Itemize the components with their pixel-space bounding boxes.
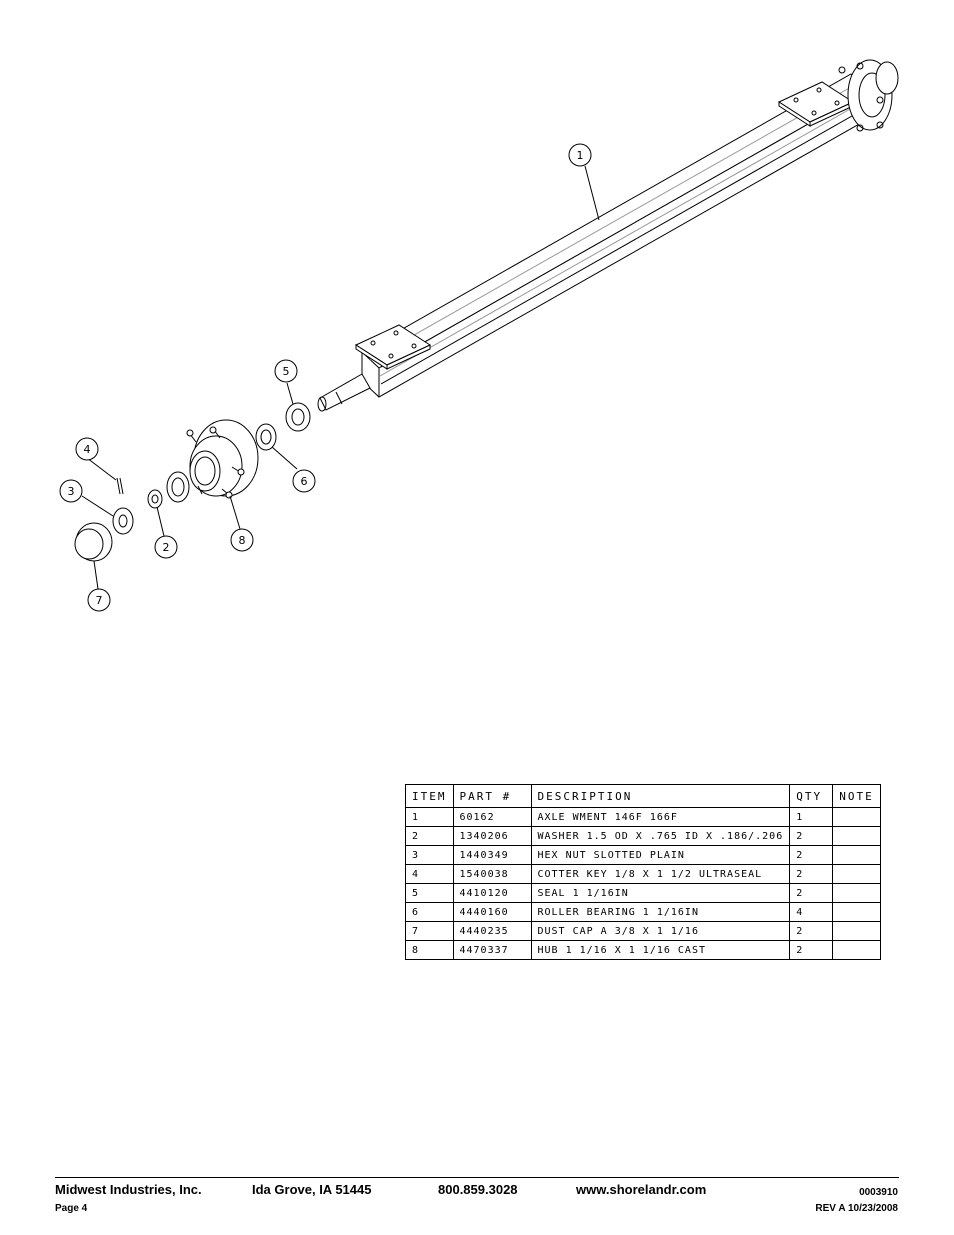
- cell-note: [832, 864, 881, 884]
- cell-item: 8: [405, 940, 454, 960]
- header-part-number: PART #: [452, 784, 532, 808]
- cell-description: ROLLER BEARING 1 1/16IN: [530, 902, 791, 922]
- footer-company: Midwest Industries, Inc.: [55, 1182, 202, 1197]
- cell-qty: 2: [789, 883, 834, 903]
- cell-note: [832, 902, 881, 922]
- roller-bearing-inner: [255, 423, 277, 451]
- footer-divider: [55, 1177, 899, 1178]
- balloon-1: [568, 143, 592, 167]
- item-balloons: 1 2 3 4 5 6 7 8: [59, 143, 592, 612]
- cell-qty: 2: [789, 940, 834, 960]
- table-row: 5 4410120 SEAL 1 1/16IN 2: [405, 883, 881, 903]
- balloon-5: [274, 359, 298, 383]
- dust-cap-part: [74, 522, 113, 562]
- table-row: 8 4470337 HUB 1 1/16 X 1 1/16 CAST 2: [405, 940, 881, 960]
- footer-doc-number: 0003910: [859, 1187, 898, 1198]
- balloon-1-label: 1: [577, 149, 584, 162]
- footer-website[interactable]: www.shorelandr.com: [576, 1182, 707, 1197]
- cell-item: 6: [405, 902, 454, 922]
- balloon-8-label: 8: [239, 534, 246, 547]
- cell-description: DUST CAP A 3/8 X 1 1/16: [530, 921, 791, 941]
- cell-note: [832, 921, 881, 941]
- balloon-2: [154, 535, 178, 559]
- footer-revision: REV A 10/23/2008: [815, 1203, 898, 1214]
- cell-note: [832, 826, 881, 846]
- cell-note: [832, 940, 881, 960]
- balloon-8: [230, 528, 254, 552]
- leader-lines: [81, 165, 600, 590]
- balloon-4-label: 4: [84, 443, 91, 456]
- balloon-7-label: 7: [96, 594, 103, 607]
- balloon-2-label: 2: [163, 541, 170, 554]
- parts-table-header-row: ITEM PART # DESCRIPTION QTY NOTE: [405, 784, 881, 808]
- cell-part-number: 4440235: [452, 921, 532, 941]
- cell-part-number: 4440160: [452, 902, 532, 922]
- cell-description: COTTER KEY 1/8 X 1 1/2 ULTRASEAL: [530, 864, 791, 884]
- balloon-7: [87, 588, 111, 612]
- cell-qty: 1: [789, 807, 834, 827]
- table-row: 4 1540038 COTTER KEY 1/8 X 1 1/2 ULTRASE…: [405, 864, 881, 884]
- exploded-view-drawing: 1 2 3 4 5 6 7 8: [59, 59, 899, 612]
- axle-tube: [317, 59, 899, 412]
- cell-qty: 2: [789, 845, 834, 865]
- balloon-3-label: 3: [68, 485, 75, 498]
- balloon-3: [59, 479, 83, 503]
- cell-part-number: 1540038: [452, 864, 532, 884]
- cell-description: HEX NUT SLOTTED PLAIN: [530, 845, 791, 865]
- footer-location: Ida Grove, IA 51445: [252, 1182, 372, 1197]
- parts-list-table: ITEM PART # DESCRIPTION QTY NOTE 1 60162…: [405, 784, 881, 960]
- table-row: 7 4440235 DUST CAP A 3/8 X 1 1/16 2: [405, 921, 881, 941]
- header-description: DESCRIPTION: [530, 784, 791, 808]
- balloon-4: [75, 437, 99, 461]
- cell-part-number: 60162: [452, 807, 532, 827]
- header-note: NOTE: [832, 784, 881, 808]
- cell-qty: 2: [789, 864, 834, 884]
- cell-note: [832, 845, 881, 865]
- cell-part-number: 1440349: [452, 845, 532, 865]
- cell-item: 1: [405, 807, 454, 827]
- cell-part-number: 4470337: [452, 940, 532, 960]
- cell-note: [832, 883, 881, 903]
- cell-qty: 2: [789, 921, 834, 941]
- washer-part: [147, 489, 163, 509]
- table-row: 2 1340206 WASHER 1.5 OD X .765 ID X .186…: [405, 826, 881, 846]
- table-row: 3 1440349 HEX NUT SLOTTED PLAIN 2: [405, 845, 881, 865]
- header-item: ITEM: [405, 784, 454, 808]
- cell-item: 5: [405, 883, 454, 903]
- cell-item: 2: [405, 826, 454, 846]
- footer-phone: 800.859.3028: [438, 1182, 518, 1197]
- balloon-5-label: 5: [283, 365, 290, 378]
- balloon-6-label: 6: [301, 475, 308, 488]
- seal-part: [285, 402, 311, 432]
- hub-part: [186, 419, 259, 499]
- table-row: 6 4440160 ROLLER BEARING 1 1/16IN 4: [405, 902, 881, 922]
- cell-part-number: 1340206: [452, 826, 532, 846]
- cell-part-number: 4410120: [452, 883, 532, 903]
- cell-item: 3: [405, 845, 454, 865]
- header-qty: QTY: [789, 784, 834, 808]
- cell-description: AXLE WMENT 146F 166F: [530, 807, 791, 827]
- cotter-key-part: [116, 477, 124, 495]
- cell-item: 4: [405, 864, 454, 884]
- cell-description: WASHER 1.5 OD X .765 ID X .186/.206: [530, 826, 791, 846]
- hex-nut-part: [112, 507, 134, 535]
- cell-item: 7: [405, 921, 454, 941]
- roller-bearing-outer: [166, 471, 190, 503]
- cell-qty: 4: [789, 902, 834, 922]
- cell-note: [832, 807, 881, 827]
- table-row: 1 60162 AXLE WMENT 146F 166F 1: [405, 807, 881, 827]
- footer-page-number: Page 4: [55, 1203, 88, 1214]
- cell-description: SEAL 1 1/16IN: [530, 883, 791, 903]
- cell-description: HUB 1 1/16 X 1 1/16 CAST: [530, 940, 791, 960]
- cell-qty: 2: [789, 826, 834, 846]
- balloon-6: [292, 469, 316, 493]
